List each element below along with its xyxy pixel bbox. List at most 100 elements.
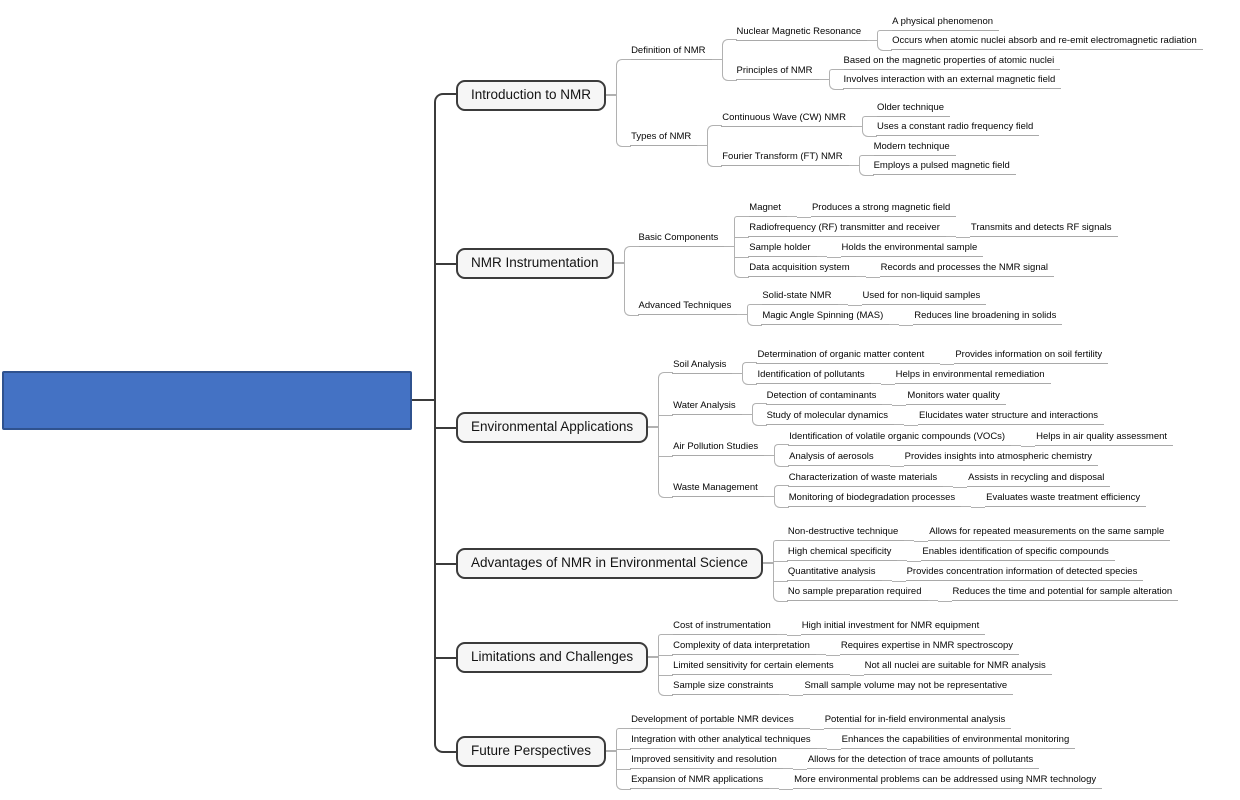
- node-label[interactable]: Elucidates water structure and interacti…: [918, 408, 1105, 425]
- node-label[interactable]: Non-destructive technique: [786, 525, 905, 542]
- node-label[interactable]: Uses a constant radio frequency field: [875, 120, 1040, 137]
- subtree: Magic Angle Spinning (MAS) Reduces line …: [747, 307, 1063, 327]
- children-group: Potential for in-field environmental ana…: [809, 712, 1012, 731]
- node-label[interactable]: Holds the environmental sample: [840, 241, 984, 258]
- node-label[interactable]: High chemical specificity: [786, 545, 898, 562]
- node-label[interactable]: Not all nuclei are suitable for NMR anal…: [863, 659, 1052, 676]
- node-label[interactable]: Used for non-liquid samples: [861, 289, 987, 306]
- children-group: Helps in air quality assessment: [1021, 428, 1174, 447]
- connector-line: [870, 368, 881, 384]
- node-label[interactable]: Involves interaction with an external ma…: [842, 73, 1062, 90]
- node-label[interactable]: Reduces line broadening in solids: [913, 309, 1063, 326]
- node-label[interactable]: Fourier Transform (FT) NMR: [721, 149, 849, 166]
- node-label[interactable]: Solid-state NMR: [761, 289, 838, 306]
- node-label[interactable]: Cost of instrumentation: [672, 619, 777, 636]
- node-label[interactable]: Study of molecular dynamics: [765, 408, 895, 425]
- node-label[interactable]: Improved sensitivity and resolution: [630, 753, 783, 770]
- node-label[interactable]: Characterization of waste materials: [787, 470, 944, 487]
- node-label[interactable]: Based on the magnetic properties of atom…: [842, 54, 1061, 71]
- node-label[interactable]: Monitoring of biodegradation processes: [787, 490, 962, 507]
- branch-environmental: Environmental Applications Soil Analysis…: [434, 338, 1203, 516]
- node-label[interactable]: Advanced Techniques: [637, 299, 738, 316]
- node-label[interactable]: Provides insights into atmospheric chemi…: [903, 449, 1099, 466]
- children-group: Not all nuclei are suitable for NMR anal…: [849, 658, 1052, 677]
- node-label[interactable]: Enables identification of specific compo…: [921, 545, 1115, 562]
- node-label[interactable]: A physical phenomenon: [891, 15, 1000, 32]
- node-label[interactable]: Occurs when atomic nuclei absorb and re-…: [891, 34, 1203, 51]
- node-label[interactable]: Air Pollution Studies: [672, 439, 765, 456]
- node-label[interactable]: Requires expertise in NMR spectroscopy: [839, 639, 1020, 656]
- subtree: Types of NMR Continuous Wave (CW) NMR Ol…: [616, 95, 1203, 181]
- leaf: Produces a strong magnetic field: [796, 200, 957, 219]
- node-label[interactable]: Radiofrequency (RF) transmitter and rece…: [748, 221, 946, 238]
- node-label[interactable]: Complexity of data interpretation: [672, 639, 816, 656]
- node-label[interactable]: Assists in recycling and disposal: [967, 470, 1111, 487]
- node-label[interactable]: Waste Management: [672, 480, 764, 497]
- branch-future: Future Perspectives Development of porta…: [434, 704, 1203, 798]
- node-label[interactable]: Expansion of NMR applications: [630, 773, 770, 790]
- connector-line: [606, 750, 617, 752]
- node-label[interactable]: Definition of NMR: [630, 44, 712, 61]
- node-label[interactable]: Helps in air quality assessment: [1035, 429, 1174, 446]
- connector-line: [851, 111, 862, 127]
- node-label[interactable]: Detection of contaminants: [765, 388, 883, 405]
- node-label[interactable]: Identification of volatile organic compo…: [788, 429, 1012, 446]
- node-label[interactable]: Allows for repeated measurements on the …: [928, 525, 1171, 542]
- node-label[interactable]: Soil Analysis: [672, 357, 733, 374]
- root-node[interactable]: [2, 370, 412, 430]
- children-group: Monitors water quality: [892, 387, 1006, 406]
- node-label[interactable]: Magic Angle Spinning (MAS): [761, 309, 890, 326]
- node-label[interactable]: Nuclear Magnetic Resonance: [735, 24, 868, 41]
- node-label[interactable]: Employs a pulsed magnetic field: [872, 159, 1016, 176]
- node-label[interactable]: Transmits and detects RF signals: [969, 221, 1118, 238]
- node-label[interactable]: Evaluates waste treatment efficiency: [985, 490, 1147, 507]
- connector-line: [711, 44, 722, 60]
- node-label[interactable]: Reduces the time and potential for sampl…: [951, 585, 1179, 602]
- connector-line: [882, 389, 893, 405]
- node-label[interactable]: Sample holder: [748, 241, 817, 258]
- node-label[interactable]: Provides concentration information of de…: [905, 565, 1144, 582]
- connector-line: [848, 150, 859, 166]
- node-label[interactable]: Provides information on soil fertility: [954, 347, 1109, 364]
- node-label[interactable]: Principles of NMR: [735, 63, 819, 80]
- subtree: Characterization of waste materials Assi…: [773, 469, 1146, 489]
- topic-nmr-instrumentation[interactable]: NMR Instrumentation: [456, 247, 614, 279]
- node-label[interactable]: Small sample volume may not be represent…: [803, 679, 1014, 696]
- node-label[interactable]: Development of portable NMR devices: [630, 713, 800, 730]
- node-label[interactable]: Analysis of aerosols: [788, 449, 880, 466]
- topic-environmental-applications[interactable]: Environmental Applications: [456, 411, 649, 443]
- node-label[interactable]: Modern technique: [872, 140, 956, 157]
- node-label[interactable]: Water Analysis: [672, 398, 742, 415]
- subtree: Quantitative analysis Provides concentra…: [772, 563, 1178, 583]
- node-label[interactable]: Continuous Wave (CW) NMR: [721, 110, 852, 127]
- node-label[interactable]: More environmental problems can be addre…: [793, 773, 1103, 790]
- connector-line: [945, 221, 956, 237]
- node-label[interactable]: Helps in environmental remediation: [894, 367, 1051, 384]
- node-label[interactable]: Basic Components: [637, 231, 725, 248]
- leaf: Assists in recycling and disposal: [953, 469, 1111, 488]
- node-label[interactable]: Monitors water quality: [906, 388, 1006, 405]
- topic-introduction-to-nmr[interactable]: Introduction to NMR: [456, 79, 607, 111]
- node-label[interactable]: Older technique: [875, 101, 951, 118]
- node-label[interactable]: Enhances the capabilities of environment…: [840, 733, 1076, 750]
- node-label[interactable]: Data acquisition system: [748, 261, 856, 278]
- node-label[interactable]: Determination of organic matter content: [756, 347, 931, 364]
- leaf: Potential for in-field environmental ana…: [809, 712, 1012, 731]
- node-label[interactable]: Records and processes the NMR signal: [879, 261, 1054, 278]
- node-label[interactable]: High initial investment for NMR equipmen…: [800, 619, 986, 636]
- topic-future-perspectives[interactable]: Future Perspectives: [456, 735, 607, 767]
- node-label[interactable]: Allows for the detection of trace amount…: [806, 753, 1040, 770]
- node-label[interactable]: Quantitative analysis: [786, 565, 882, 582]
- node-label[interactable]: Integration with other analytical techni…: [630, 733, 817, 750]
- node-label[interactable]: Sample size constraints: [672, 679, 780, 696]
- node-label[interactable]: Limited sensitivity for certain elements: [672, 659, 840, 676]
- node-label[interactable]: Produces a strong magnetic field: [810, 201, 957, 218]
- connector-line: [613, 262, 624, 264]
- node-label[interactable]: Types of NMR: [630, 130, 698, 147]
- node-label[interactable]: Identification of pollutants: [756, 367, 871, 384]
- node-label[interactable]: Potential for in-field environmental ana…: [823, 713, 1012, 730]
- topic-advantages[interactable]: Advantages of NMR in Environmental Scien…: [456, 547, 763, 579]
- node-label[interactable]: No sample preparation required: [786, 585, 928, 602]
- node-label[interactable]: Magnet: [748, 201, 787, 218]
- topic-limitations[interactable]: Limitations and Challenges: [456, 641, 649, 673]
